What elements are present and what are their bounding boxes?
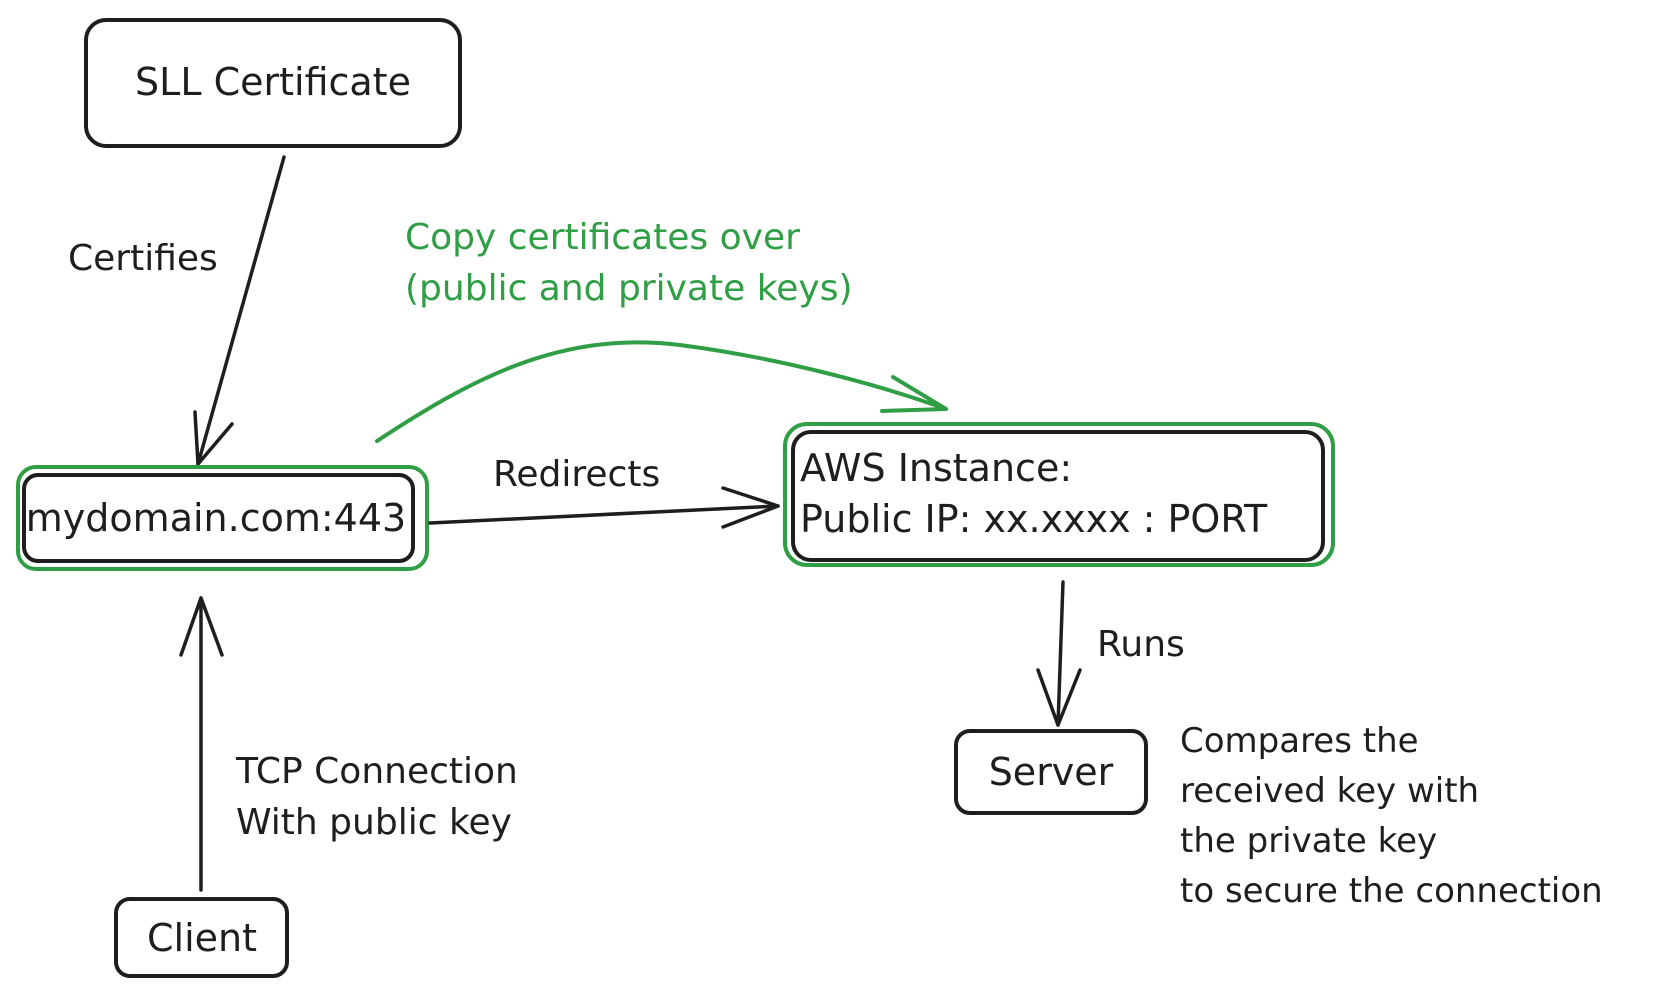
tcp-connection-label-line1: TCP Connection (235, 751, 518, 792)
copy-certificates-label-line2: (public and private keys) (405, 268, 853, 309)
server-note-line: the private key (1180, 821, 1437, 861)
server-note-line: to secure the connection (1180, 871, 1603, 911)
domain-node: mydomain.com:443 (16, 465, 429, 571)
server-node: Server (954, 729, 1148, 815)
ssl-certificate-label: SLL Certificate (135, 60, 411, 104)
client-node: Client (114, 897, 289, 978)
redirects-arrow (428, 486, 780, 529)
aws-instance-node: AWS Instance: Public IP: xx.xxxx : PORT (783, 422, 1335, 567)
aws-instance-label-line2: Public IP: xx.xxxx : PORT (800, 497, 1268, 541)
domain-label: mydomain.com:443 (26, 496, 406, 540)
runs-label: Runs (1097, 624, 1185, 665)
tcp-connection-arrow (179, 596, 224, 892)
server-note-line: received key with (1180, 771, 1479, 811)
certifies-label: Certifies (68, 238, 218, 279)
server-note-line: Compares the (1180, 721, 1419, 761)
ssl-certificate-node: SLL Certificate (84, 18, 462, 148)
redirects-label: Redirects (493, 454, 660, 495)
runs-arrow (1036, 580, 1082, 727)
server-label: Server (989, 750, 1114, 794)
client-label: Client (147, 916, 257, 960)
copy-certificates-arrow (375, 340, 948, 443)
server-note: Compares the received key with the priva… (1180, 721, 1603, 911)
aws-instance-label-line1: AWS Instance: (800, 446, 1072, 490)
tcp-connection-label-line2: With public key (236, 802, 512, 843)
certifies-arrow (193, 155, 286, 466)
copy-certificates-label-line1: Copy certificates over (405, 217, 800, 258)
